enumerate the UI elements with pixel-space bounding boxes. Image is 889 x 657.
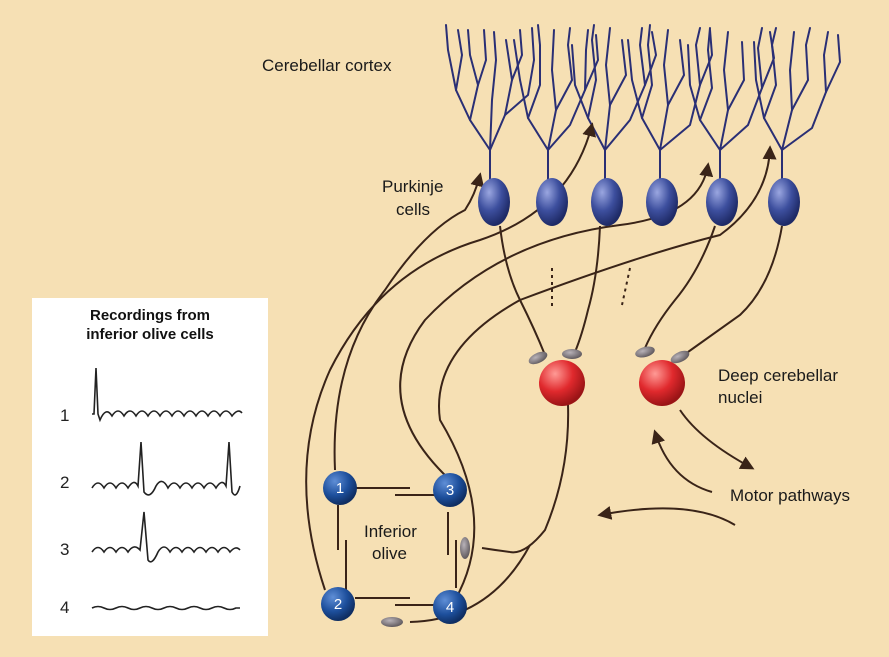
motor-return-arrow-left: [600, 508, 735, 525]
olive-cell-1: 1: [323, 471, 357, 505]
label-purkinje-line2: cells: [396, 200, 430, 219]
purkinje-cell-6: [768, 178, 800, 226]
purkinje-dendrites: [446, 25, 840, 180]
nucleus-to-olive-lower: [410, 545, 530, 622]
olive-cell-2: 2: [321, 587, 355, 621]
olive-cell-4-label: 4: [446, 599, 454, 616]
recordings-panel-background: [32, 298, 268, 636]
deep-nucleus-1: [539, 360, 585, 406]
purkinje-axon-6: [688, 226, 782, 352]
purkinje-cell-3: [591, 178, 623, 226]
label-inferior-olive-line2: olive: [372, 544, 407, 563]
olive-inhibitory-input: [482, 548, 510, 552]
olive-cell-1-label: 1: [336, 480, 344, 497]
label-deep-nuclei-line2: nuclei: [718, 388, 762, 407]
label-motor-pathways: Motor pathways: [730, 486, 850, 505]
olive-cell-3-label: 3: [446, 482, 454, 499]
recording-row-4-label: 4: [60, 598, 69, 617]
motor-output-arrow: [680, 410, 752, 468]
recording-row-3-label: 3: [60, 540, 69, 559]
olive-cell-2-label: 2: [334, 596, 342, 613]
dendrite-tree-2: [514, 25, 598, 180]
purkinje-cell-5: [706, 178, 738, 226]
motor-return-arrow-up: [655, 432, 712, 492]
purkinje-cell-2: [536, 178, 568, 226]
label-cerebellar-cortex: Cerebellar cortex: [262, 56, 392, 75]
nucleus-to-olive: [510, 405, 568, 552]
recording-row-1-label: 1: [60, 406, 69, 425]
olive-cell-4: 4: [433, 590, 467, 624]
recordings-title-line1: Recordings from: [90, 307, 210, 324]
recordings-panel: Recordings from inferior olive cells 1 2…: [32, 298, 268, 636]
deep-nucleus-2: [639, 360, 685, 406]
olive-cell-3: 3: [433, 473, 467, 507]
climbing-fiber-cell1: [335, 175, 480, 470]
recordings-title-line2: inferior olive cells: [86, 326, 214, 343]
dendrite-tree-3: [572, 25, 656, 180]
purkinje-axon-5: [645, 226, 715, 348]
dendrite-tree-1: [446, 25, 534, 180]
deep-cerebellar-nuclei: [539, 360, 685, 406]
recording-row-2-label: 2: [60, 473, 69, 492]
label-inferior-olive-line1: Inferior: [364, 522, 417, 541]
label-purkinje-line1: Purkinje: [382, 177, 443, 196]
purkinje-cell-1: [478, 178, 510, 226]
purkinje-axon-4-stub: [622, 268, 630, 305]
dendrite-tree-6: [754, 28, 840, 180]
purkinje-cell-4: [646, 178, 678, 226]
label-deep-nuclei-line1: Deep cerebellar: [718, 366, 838, 385]
purkinje-axon-3: [575, 226, 600, 352]
